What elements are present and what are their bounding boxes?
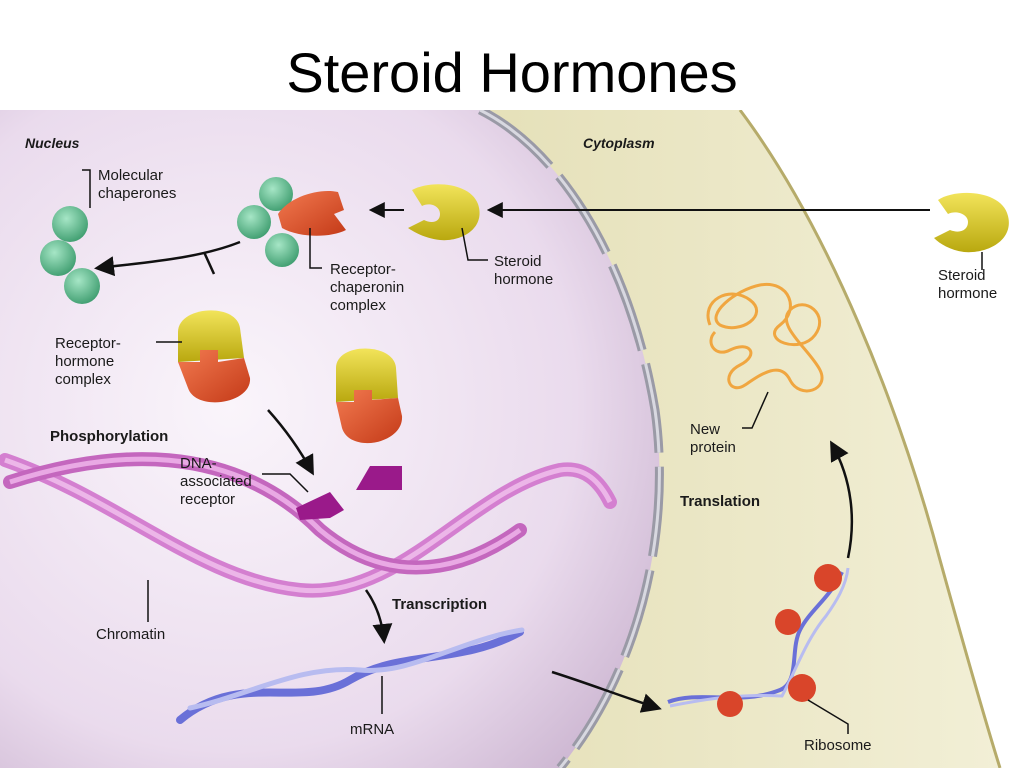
mrna-label: mRNA: [350, 721, 394, 738]
steroid-hormone-nucleus-label-1: Steroid: [494, 253, 542, 270]
receptor-hormone-complex: [178, 310, 251, 403]
dna-receptor-label-2: associated: [180, 473, 252, 490]
phosphorylation-label: Phosphorylation: [50, 428, 168, 445]
new-protein-label-1: New: [690, 421, 720, 438]
receptor-chaperonin-label-3: complex: [330, 297, 386, 314]
dna-receptor-label-1: DNA-: [180, 455, 217, 472]
ribosome-label: Ribosome: [804, 737, 872, 754]
nucleus-label: Nucleus: [25, 135, 80, 151]
dna-bound-receptor-complex: [336, 348, 403, 490]
chromatin-label: Chromatin: [96, 626, 165, 643]
chromatin: [0, 452, 617, 598]
receptor-chaperonin-label-1: Receptor-: [330, 261, 396, 278]
steroid-hormone-nucleus-label-2: hormone: [494, 271, 553, 288]
new-protein: [706, 283, 824, 393]
transcription-arrow: [364, 589, 393, 644]
mrna-export-arrow: [551, 670, 662, 713]
steroid-hormone-nucleus: [408, 184, 480, 241]
ribosomes: [717, 564, 842, 717]
cytoplasm-label: Cytoplasm: [583, 135, 655, 151]
translation-arrow: [830, 440, 854, 559]
dna-receptor-label-3: receptor: [180, 491, 235, 508]
cell-membrane: [738, 110, 1002, 768]
release-arrow: [94, 240, 241, 277]
slide-title: Steroid Hormones: [286, 41, 738, 104]
mrna: [176, 627, 525, 724]
new-protein-label-2: protein: [690, 439, 736, 456]
translation-label: Translation: [680, 493, 760, 510]
steroid-hormone-cytoplasm: [934, 192, 1009, 253]
dna-associated-receptor: [296, 492, 344, 520]
molecular-chaperones-label-1: Molecular: [98, 167, 163, 184]
steroid-hormone-cytoplasm-label-2: hormone: [938, 285, 997, 302]
receptor-chaperonin-complex: [237, 177, 346, 267]
receptor-hormone-label-1: Receptor-: [55, 335, 121, 352]
receptor-hormone-label-3: complex: [55, 371, 111, 388]
receptor-hormone-label-2: hormone: [55, 353, 114, 370]
molecular-chaperones-label-2: chaperones: [98, 185, 176, 202]
receptor-chaperonin-label-2: chaperonin: [330, 279, 404, 296]
phosphorylation-arrow: [267, 409, 314, 476]
steroid-hormone-cytoplasm-label-1: Steroid: [938, 267, 986, 284]
transcription-label: Transcription: [392, 596, 487, 613]
steroid-hormone-diagram: Nucleus Cytoplasm Molecular chaperones R…: [0, 110, 1009, 768]
molecular-chaperones: [40, 206, 100, 304]
nucleus-region: [0, 110, 660, 768]
